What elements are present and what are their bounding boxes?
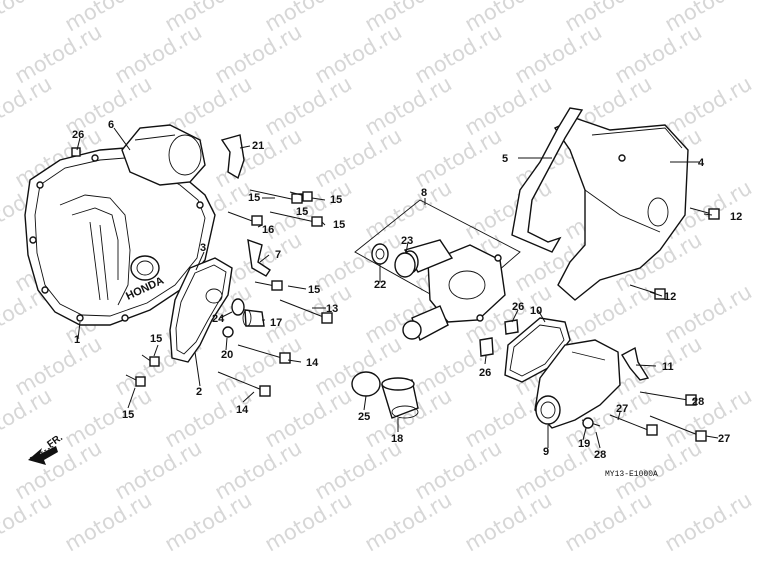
callouts: 1 2 3 4 5 6 7 8 9 10 11 12 12 13 14 14 1… [72,119,742,461]
callout-2: 2 [196,386,202,398]
callout-15-e: 15 [150,333,162,345]
callout-11: 11 [662,361,674,373]
callout-10: 10 [530,305,542,317]
water-pump-box [354,199,521,309]
callout-28-b: 28 [594,449,606,461]
bolts-group-right [581,207,720,442]
o-ring-23 [394,252,416,278]
callout-26-a: 26 [72,129,84,141]
callout-22: 22 [374,279,386,291]
water-pump-cover [534,339,621,429]
dowel-pin-26a [504,319,519,335]
front-direction-arrow [28,445,58,465]
callout-23: 23 [401,235,413,247]
callout-15-f: 15 [122,409,134,421]
callout-15-g: 15 [296,206,308,218]
callout-3: 3 [200,242,206,254]
callout-15-a: 15 [330,194,342,206]
o-ring-25 [351,371,381,397]
callout-24: 24 [212,313,225,325]
callout-27-b: 27 [718,433,730,445]
callout-25: 25 [358,411,370,423]
pulse-generator-cover [169,257,233,363]
callout-12-upper: 12 [730,211,742,223]
callout-18: 18 [391,433,403,445]
callout-28-a: 28 [692,396,704,408]
callout-17: 17 [270,317,282,329]
callout-13: 13 [326,303,338,315]
callout-15-d: 15 [248,192,260,204]
callout-16: 16 [262,224,274,236]
bracket-7 [247,238,271,277]
callout-4: 4 [698,157,705,169]
callout-21: 21 [252,140,264,152]
crankcase-cover: HONDA [24,124,216,326]
callout-12-lower: 12 [664,291,676,303]
dowel-pin-26b [479,337,494,357]
clip-11 [621,346,650,381]
callout-15-b: 15 [333,219,345,231]
leader-lines [76,127,719,449]
bracket-21 [220,134,245,180]
callout-8: 8 [421,187,427,199]
callout-5: 5 [502,153,508,165]
washer-20 [222,326,234,338]
callout-14-lower: 14 [236,404,249,416]
callout-1: 1 [74,334,80,346]
water-pump [401,239,506,341]
callout-9: 9 [543,446,549,458]
callout-26-c: 26 [479,367,491,379]
o-ring-24 [231,298,245,316]
callout-20: 20 [221,349,233,361]
callout-15-c: 15 [308,284,320,296]
bolts-group-left [71,147,333,397]
callout-7: 7 [275,249,281,261]
guard-5 [511,107,584,253]
diagram-code: MY13-E1000A [605,470,658,479]
callout-27-a: 27 [616,403,628,415]
seal-22 [371,243,389,265]
plug-17 [242,309,265,327]
sprocket-cover [553,117,689,301]
direction-label: FR. [45,432,65,450]
drain-cap-18 [381,377,419,419]
callout-26-b: 26 [512,301,524,313]
callout-14-upper: 14 [306,357,319,369]
callout-6: 6 [108,119,114,131]
callout-19: 19 [578,438,590,450]
